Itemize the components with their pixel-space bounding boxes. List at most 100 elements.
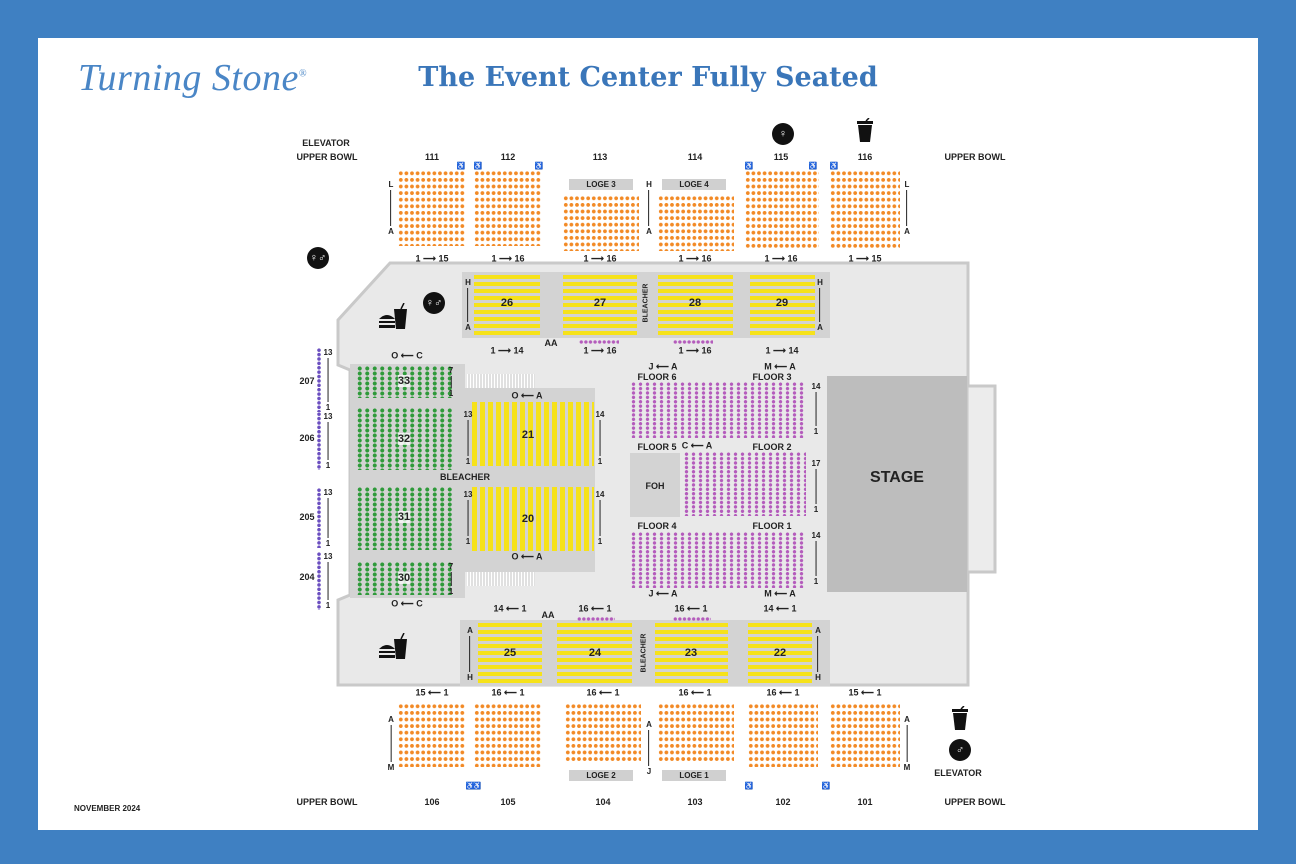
aa-seats[interactable] xyxy=(673,616,711,621)
section-label: 103 xyxy=(687,797,703,807)
section-number: 28 xyxy=(688,297,702,309)
aa-seats[interactable] xyxy=(673,339,713,344)
loge-4-label: LOGE 4 xyxy=(662,179,726,190)
upper-section-1[interactable] xyxy=(474,703,542,767)
section-label: 114 xyxy=(687,152,703,162)
female-restroom-icon: ♀ xyxy=(772,123,794,145)
bleacher-section[interactable] xyxy=(655,623,728,684)
bleacher-section[interactable] xyxy=(658,275,733,336)
upper-section-2[interactable] xyxy=(563,195,639,251)
section-label: 105 xyxy=(500,797,516,807)
bleacher-label: BLEACHER xyxy=(642,283,650,323)
floor-section-4-1[interactable] xyxy=(630,532,806,588)
row-end: A xyxy=(388,227,394,236)
seat-range-label: 14 ⟵ 1 xyxy=(763,603,797,614)
bleacher-section[interactable] xyxy=(478,623,542,684)
section-number: 32 xyxy=(397,433,411,445)
upper-bowl-label: UPPER BOWL xyxy=(296,797,358,807)
seat-range-label: 1 ⟶ 16 xyxy=(491,253,525,264)
upper-section-4[interactable] xyxy=(748,703,818,767)
food-drink-icon xyxy=(378,633,408,659)
row-start: A xyxy=(646,720,652,729)
floor-section-2[interactable] xyxy=(683,452,806,516)
bleacher-section[interactable] xyxy=(750,275,815,336)
row-end: H xyxy=(467,673,473,682)
aa-seats[interactable] xyxy=(577,616,615,621)
seat-range-label: 1 ⟶ 15 xyxy=(415,253,449,264)
foh-label: FOH xyxy=(645,481,665,491)
upper-section-4[interactable] xyxy=(745,170,819,250)
seat-range-label: 16 ⟵ 1 xyxy=(586,687,620,698)
row-end: 1 xyxy=(465,457,471,466)
section-number: 29 xyxy=(775,297,789,309)
seat-range-label: 16 ⟵ 1 xyxy=(766,687,800,698)
upper-section-5[interactable] xyxy=(830,170,900,250)
section-label: 102 xyxy=(775,797,791,807)
row-start: H xyxy=(817,278,823,287)
upper-section-1[interactable] xyxy=(474,170,542,246)
side-section[interactable] xyxy=(316,412,322,470)
row-end: 1 xyxy=(813,427,819,436)
elevator-label: ELEVATOR xyxy=(302,138,350,148)
upper-section-3[interactable] xyxy=(658,703,734,763)
row-aa-label: AA xyxy=(541,610,555,620)
section-number: 24 xyxy=(588,647,602,659)
row-end: A xyxy=(646,227,652,236)
row-start: L xyxy=(904,180,910,189)
row-end: H xyxy=(815,673,821,682)
row-range: O ⟵ A xyxy=(511,551,543,562)
row-start: 13 xyxy=(323,552,333,561)
row-arrow: 13 1 xyxy=(464,410,473,466)
bleacher-section[interactable] xyxy=(557,623,632,684)
bleacher-section[interactable] xyxy=(563,275,637,336)
row-start: 13 xyxy=(323,488,333,497)
restroom-icon: ♀♂ xyxy=(307,247,329,269)
seat-range-label: 1 ⟶ 15 xyxy=(848,253,882,264)
row-end: 1 xyxy=(597,457,603,466)
food-drink-icon xyxy=(378,303,408,329)
upper-section-2[interactable] xyxy=(565,703,641,763)
floor-label: M ⟵ A xyxy=(764,588,796,599)
upper-section-5[interactable] xyxy=(830,703,900,767)
arrow-up-icon xyxy=(327,422,329,460)
section-number: 22 xyxy=(773,647,787,659)
side-section[interactable] xyxy=(316,552,322,610)
logo-mark: ® xyxy=(298,68,307,80)
floor-label: FLOOR 1 xyxy=(752,521,792,531)
arrow-down-icon xyxy=(648,730,650,766)
page-title: The Event Center Fully Seated xyxy=(418,62,878,93)
upper-section-0[interactable] xyxy=(398,703,466,767)
section-label: 113 xyxy=(592,152,608,162)
stairs-bottom xyxy=(467,572,535,586)
row-start: 13 xyxy=(463,410,473,419)
seat-range-label: 1 ⟶ 14 xyxy=(765,345,799,356)
floor-section-6-3[interactable] xyxy=(630,382,806,438)
loge-1-label: LOGE 1 xyxy=(662,770,726,781)
arrow-up-icon xyxy=(819,288,821,322)
bleacher-section[interactable] xyxy=(748,623,812,684)
wheelchair-icon: ♿ xyxy=(744,163,754,170)
row-start: 13 xyxy=(323,348,333,357)
row-start: 14 xyxy=(811,531,821,540)
arrow-up-icon xyxy=(467,500,469,536)
arrow-up-icon xyxy=(467,420,469,456)
chart-date: NOVEMBER 2024 xyxy=(74,804,141,813)
drink-icon xyxy=(952,706,968,730)
bleacher-section-20[interactable] xyxy=(472,487,594,551)
side-section[interactable] xyxy=(316,488,322,548)
bleacher-section-21[interactable] xyxy=(472,402,594,466)
bleacher-section[interactable] xyxy=(474,275,540,336)
side-section[interactable] xyxy=(316,348,322,412)
upper-section-3[interactable] xyxy=(658,195,734,251)
section-number: 20 xyxy=(521,513,535,525)
row-start: 13 xyxy=(463,490,473,499)
aa-seats[interactable] xyxy=(579,339,619,344)
upper-section-0[interactable] xyxy=(398,170,466,246)
section-label: 101 xyxy=(857,797,873,807)
